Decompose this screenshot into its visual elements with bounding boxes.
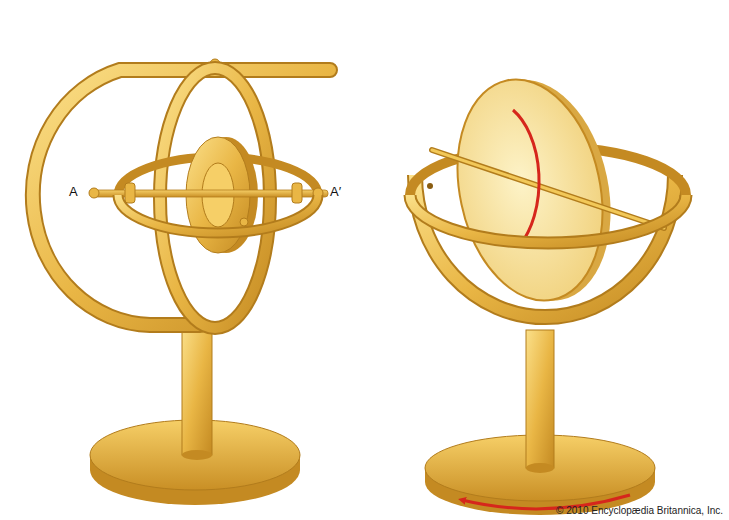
copyright-note: © 2010 Encyclopædia Britannica, Inc. [556,505,723,516]
right-gyroscope [410,64,686,515]
left-gyroscope [33,59,330,505]
axis-label: A [68,185,79,199]
axis-label: A′ [329,185,342,199]
